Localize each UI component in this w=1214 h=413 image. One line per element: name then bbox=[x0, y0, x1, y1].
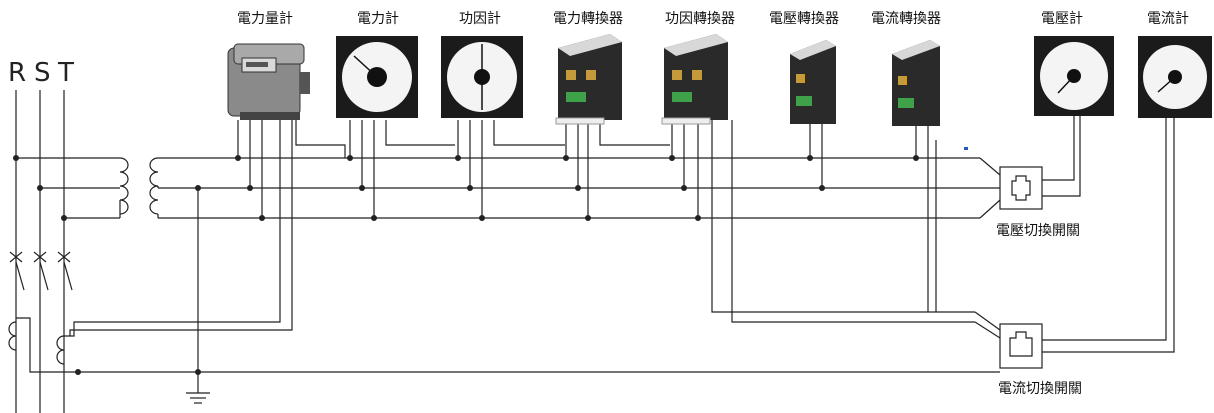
current-switch bbox=[974, 115, 1175, 369]
current-transducer-device bbox=[892, 40, 940, 126]
current-transducer-label: 電流轉換器 bbox=[871, 11, 941, 27]
wattmeter-device bbox=[336, 36, 418, 118]
junction-dots bbox=[13, 155, 919, 375]
pf-transducer-label: 功因轉換器 bbox=[665, 11, 735, 27]
phase-s-label: S bbox=[34, 58, 51, 88]
power-transducer-device bbox=[555, 34, 622, 125]
voltage-transducer-label: 電壓轉換器 bbox=[769, 11, 839, 27]
voltage-switch-label: 電壓切換開關 bbox=[996, 223, 1080, 239]
pt-primary-coil bbox=[119, 157, 159, 218]
meter-drops bbox=[69, 120, 975, 336]
current-switch-label: 電流切換開關 bbox=[998, 381, 1082, 397]
power-transducer-label: 電力轉換器 bbox=[553, 11, 623, 27]
ammeter-label: 電流計 bbox=[1147, 11, 1189, 27]
breaker-symbols bbox=[9, 251, 73, 291]
power-factor-meter-device bbox=[441, 36, 523, 118]
power-factor-meter-label: 功因計 bbox=[459, 11, 501, 27]
voltage-transducer-device bbox=[790, 40, 836, 124]
ct-coils bbox=[8, 321, 65, 365]
wattmeter-label: 電力計 bbox=[357, 11, 399, 27]
voltmeter-label: 電壓計 bbox=[1041, 11, 1083, 27]
phase-t-label: T bbox=[58, 58, 74, 88]
watt-hour-meter-device bbox=[227, 43, 310, 120]
voltmeter-device bbox=[1034, 36, 1114, 116]
watt-hour-meter-label: 電力量計 bbox=[237, 11, 293, 27]
phase-r-label: R bbox=[8, 58, 27, 88]
voltage-switch bbox=[999, 110, 1081, 210]
ground-symbol bbox=[186, 188, 210, 404]
ammeter-device bbox=[1138, 36, 1212, 118]
pf-transducer-device bbox=[661, 34, 728, 125]
